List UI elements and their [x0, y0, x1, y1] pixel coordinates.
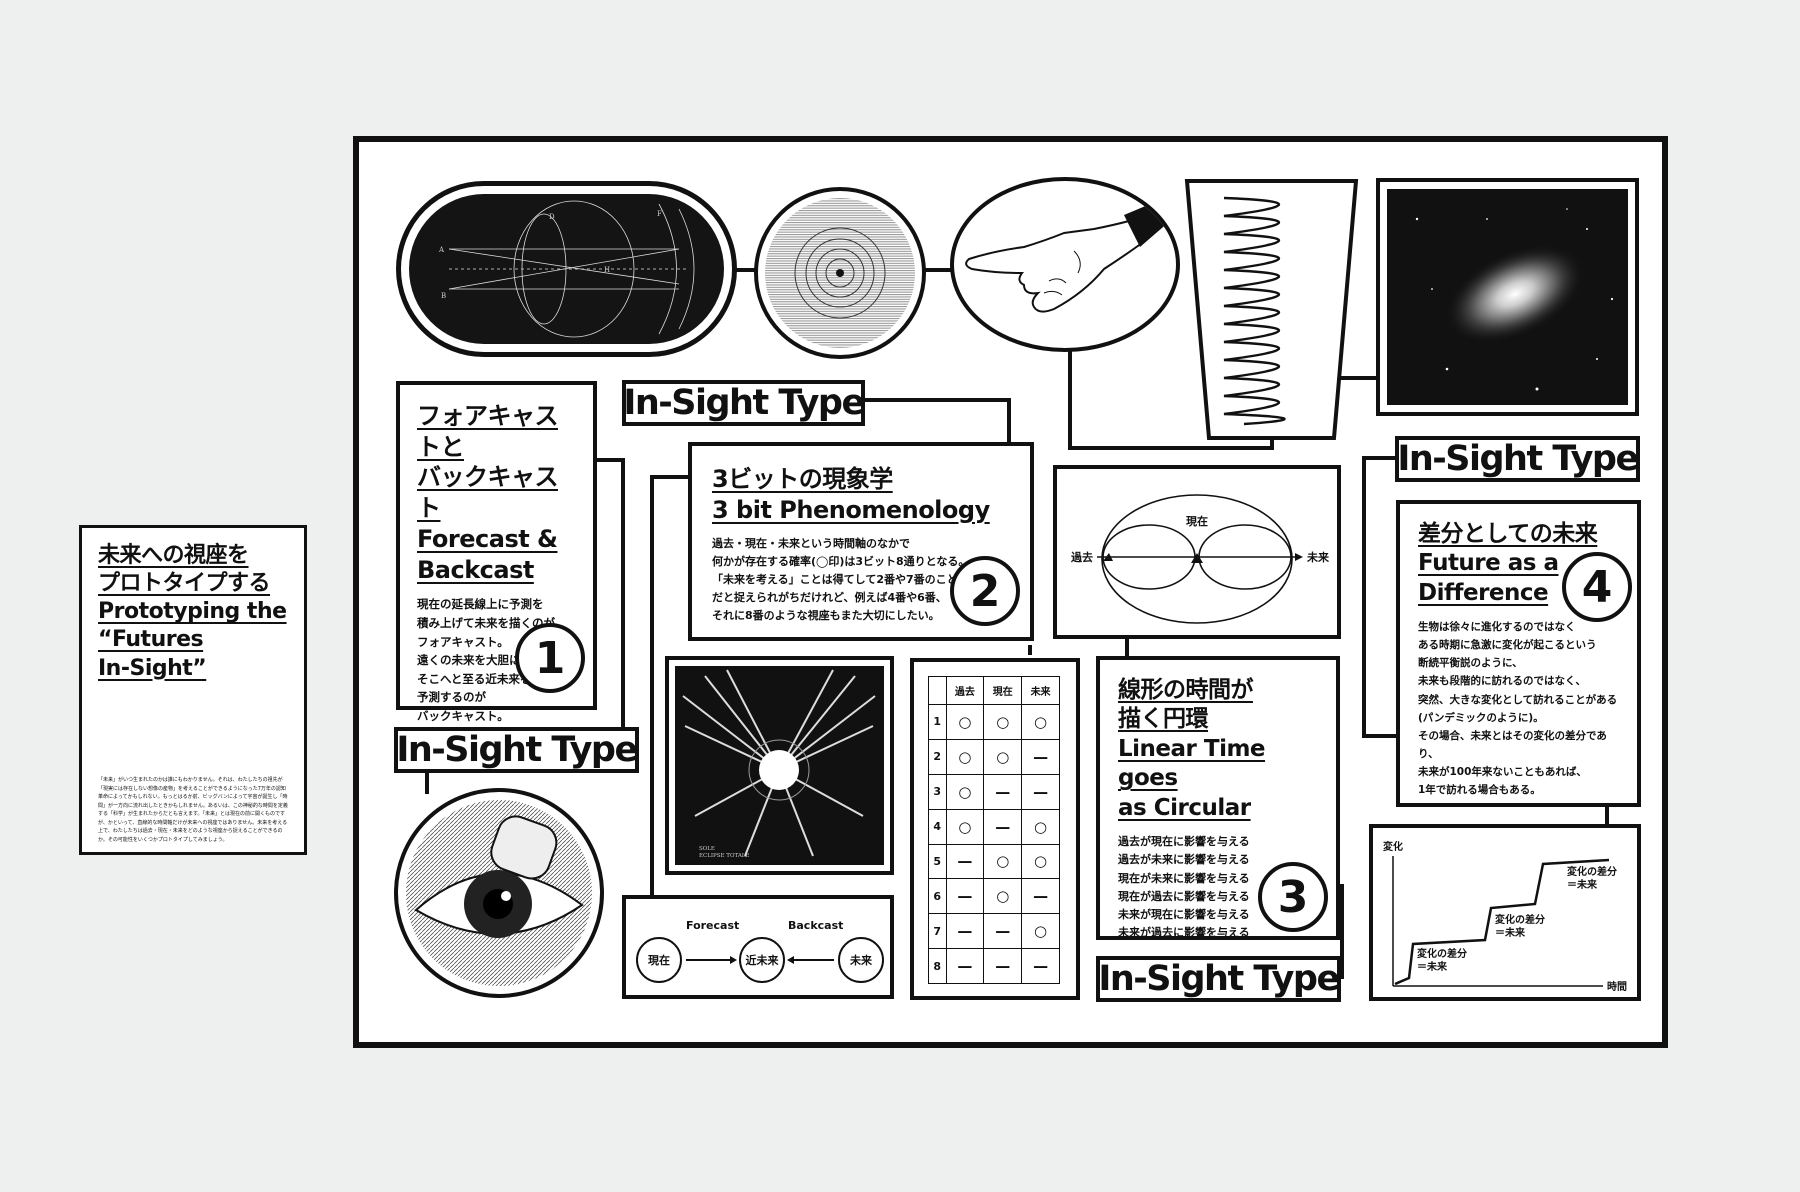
connector [1362, 456, 1399, 460]
card3-title: 線形の時間が 描く円環 Linear Time goes as Circular [1118, 677, 1266, 821]
eye-engraving-circle [394, 788, 604, 998]
flow-node-future: 未来 [838, 937, 884, 983]
table-row: 5—○○ [928, 843, 1060, 880]
card-forecast-backcast: フォアキャストと バックキャスト Forecast & Backcast 現在の… [396, 381, 597, 723]
svg-text:F: F [657, 210, 662, 218]
forecast-label: Forecast [686, 919, 740, 932]
card2-title: 3ビットの現象学 3 bit Phenomenology [712, 465, 990, 524]
card3-body: 過去が現在に影響を与える 過去が未来に影響を与える 現在が未来に影響を与える 現… [1118, 835, 1250, 940]
svg-text:H: H [604, 266, 610, 274]
flow-node-near-future: 近未来 [739, 937, 785, 983]
svg-text:B: B [441, 292, 446, 300]
bit-table: 過去 現在 未来 1○○○ 2○○— 3○—— 4○—○ 5—○○ 6—○— 7… [928, 676, 1060, 984]
step-chart-svg [1392, 856, 1610, 987]
concentric-rings-circle [754, 187, 926, 359]
connector [425, 772, 429, 794]
optics-capsule: A B D F H [396, 181, 737, 357]
table-row: 3○—— [928, 773, 1060, 810]
circular-time-diagram: 過去 現在 未来 [1053, 465, 1341, 639]
connector [1125, 638, 1129, 656]
solar-eclipse-image: SOLE ECLIPSE TOTALE [665, 656, 894, 875]
pointing-hand-icon [965, 199, 1170, 313]
card-linear-time-circular: 線形の時間が 描く円環 Linear Time goes as Circular… [1096, 656, 1340, 940]
forecast-backcast-flow: Forecast Backcast 現在 近未来 未来 [622, 895, 894, 999]
step-label-2: 変化の差分 ＝未来 [1495, 915, 1545, 939]
connector [650, 475, 654, 895]
table-row: 過去 現在 未来 [928, 676, 1060, 705]
svg-text:D: D [549, 213, 555, 221]
card2-number-badge: 2 [950, 556, 1020, 626]
card1-number-badge: 1 [515, 623, 585, 693]
oscillation-panel [1184, 178, 1359, 441]
card4-title: 差分としての未来 Future as a Difference [1418, 521, 1598, 606]
table-row: 1○○○ [928, 704, 1060, 740]
circle-label-future: 未来 [1307, 551, 1329, 564]
bit-table-panel: 過去 現在 未来 1○○○ 2○○— 3○—— 4○—○ 5—○○ 6—○— 7… [910, 658, 1080, 1000]
insight-type-tag-4: In-Sight Type [1096, 956, 1341, 1002]
circular-time-svg [1097, 494, 1303, 624]
table-row: 8——— [928, 948, 1060, 984]
chart-x-axis-label: 時間 [1607, 982, 1627, 993]
connector [1028, 645, 1032, 655]
side-panel-body: 「未来」がいつ生まれたのかは誰にもわかりません。それは、わたしたちの祖先が「現実… [98, 777, 288, 843]
lens-diagram-icon: A B D F H [438, 200, 695, 338]
table-row: 2○○— [928, 738, 1060, 775]
side-panel: 未来への視座を プロトタイプする Prototyping the “Future… [79, 525, 307, 855]
connector [595, 458, 625, 462]
connector [1362, 734, 1399, 738]
card3-number-badge: 3 [1258, 862, 1328, 932]
connector [925, 268, 951, 272]
connector [863, 398, 1011, 402]
connector [1068, 446, 1274, 450]
circle-label-past: 過去 [1071, 551, 1093, 564]
circle-label-present: 現在 [1186, 515, 1208, 528]
sun-caption: SOLE ECLIPSE TOTALE [699, 846, 750, 860]
connector [1340, 376, 1380, 380]
insight-type-tag-2: In-Sight Type [1395, 436, 1640, 482]
card4-body: 生物は徐々に進化するのではなく ある時期に急激に変化が起こるという 断続平衡説の… [1418, 621, 1618, 796]
pointing-hand-circle [950, 177, 1180, 352]
zigzag-wave-icon [1184, 179, 1359, 440]
connector [621, 458, 625, 728]
flow-node-present: 現在 [636, 937, 682, 983]
connector [1362, 456, 1366, 738]
table-row: 6—○— [928, 878, 1060, 915]
chart-y-axis-label: 変化 [1383, 842, 1403, 853]
table-row: 4○—○ [928, 808, 1060, 845]
target-rings-icon [765, 198, 915, 348]
card4-number-badge: 4 [1562, 552, 1632, 622]
connector [1605, 805, 1609, 829]
card1-title: フォアキャストと バックキャスト Forecast & Backcast [417, 402, 559, 584]
backcast-label: Backcast [788, 919, 844, 932]
insight-type-tag-3: In-Sight Type [394, 727, 639, 773]
step-change-chart: 変化 時間 変化の差分 ＝未来 変化の差分 ＝未来 変化の差分 ＝未来 [1369, 824, 1641, 1001]
flow-arrows [686, 956, 834, 964]
step-label-1: 変化の差分 ＝未来 [1417, 949, 1467, 973]
eye-icon [406, 800, 592, 986]
card-future-as-difference: 差分としての未来 Future as a Difference 生物は徐々に進化… [1396, 500, 1641, 807]
connector [1340, 884, 1344, 979]
connector [650, 475, 690, 479]
svg-text:A: A [438, 246, 445, 254]
card-3bit-phenomenology: 3ビットの現象学 3 bit Phenomenology 過去・現在・未来という… [688, 442, 1034, 641]
connector [1068, 350, 1072, 450]
sun-rays-icon [675, 666, 884, 865]
table-row: 7——○ [928, 913, 1060, 950]
connector [1007, 398, 1011, 443]
spiral-galaxy-icon [1387, 189, 1628, 405]
card2-body: 過去・現在・未来という時間軸のなかで 何かが存在する確率(◯印)は3ビット8通り… [712, 537, 970, 622]
galaxy-photo [1376, 178, 1639, 416]
insight-type-tag-1: In-Sight Type [622, 380, 865, 426]
connector [736, 268, 756, 272]
step-label-3: 変化の差分 ＝未来 [1567, 867, 1617, 891]
side-panel-title: 未来への視座を プロトタイプする Prototyping the “Future… [98, 543, 287, 681]
